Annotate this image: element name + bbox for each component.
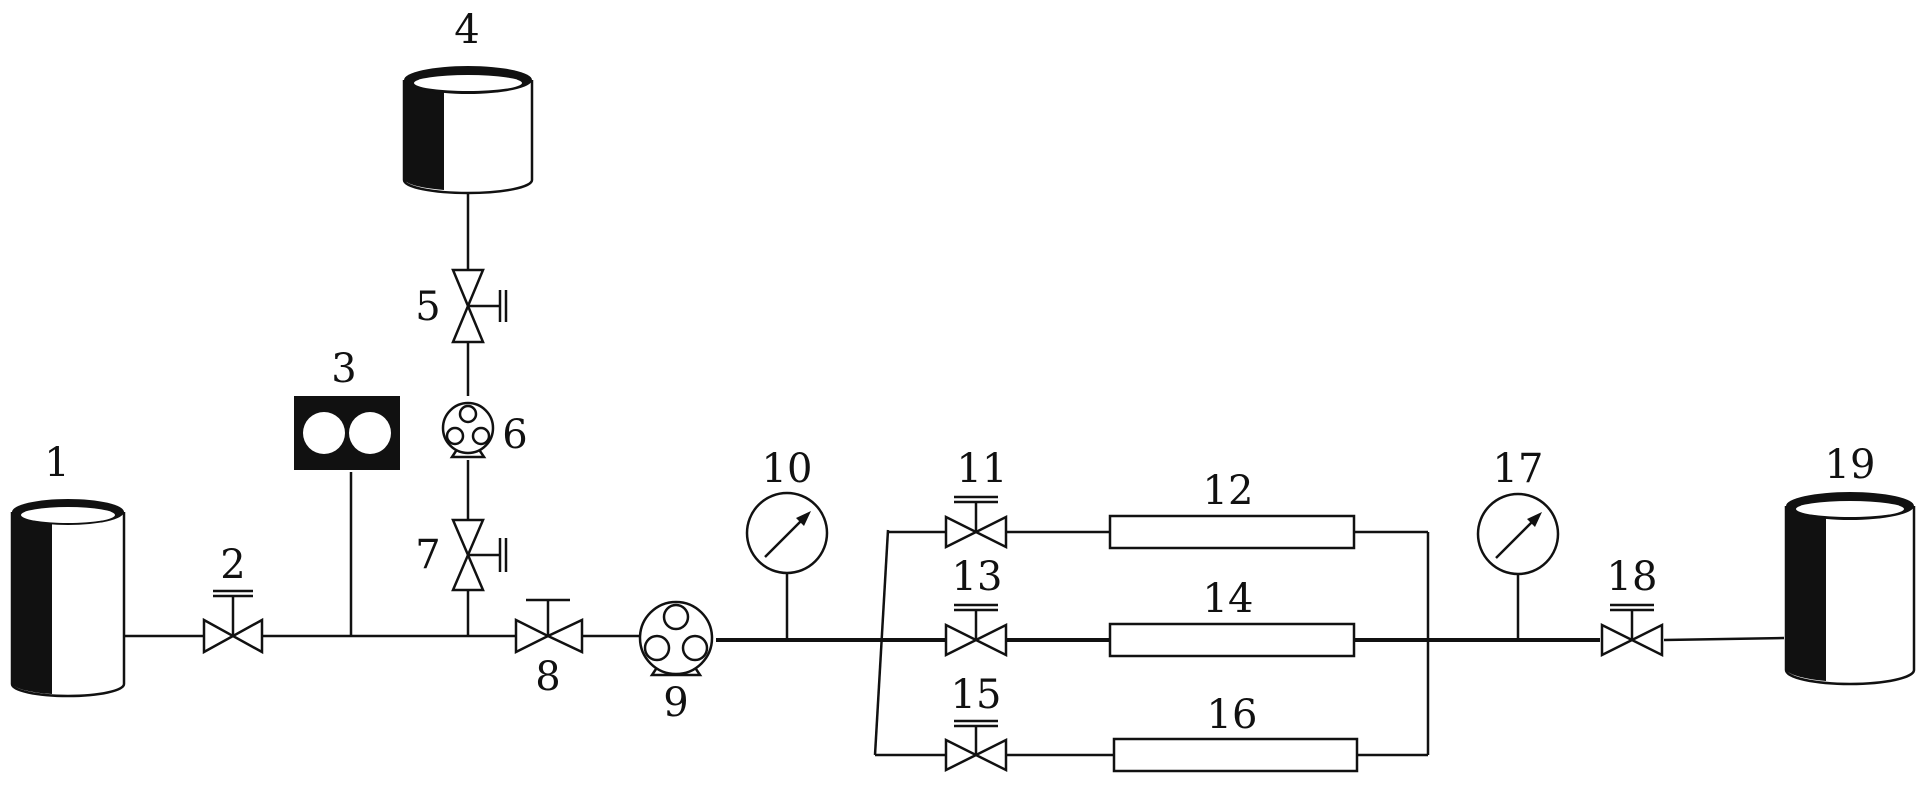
valve-15 xyxy=(944,719,1008,773)
valve-7 xyxy=(451,518,508,592)
tank-4 xyxy=(402,66,534,195)
label-16: 16 xyxy=(1207,692,1258,738)
gauge-17 xyxy=(1476,492,1560,576)
tank-1 xyxy=(10,499,126,698)
label-6: 6 xyxy=(502,412,527,458)
column-16 xyxy=(1112,737,1359,773)
label-4: 4 xyxy=(454,7,479,53)
tank-19 xyxy=(1784,492,1916,686)
valve-13 xyxy=(944,603,1008,658)
label-3: 3 xyxy=(331,346,356,392)
valve-5 xyxy=(451,268,508,344)
label-11: 11 xyxy=(957,446,1008,492)
pump-9 xyxy=(638,600,714,677)
label-7: 7 xyxy=(415,532,440,578)
label-12: 12 xyxy=(1203,468,1254,514)
piping xyxy=(123,192,1785,757)
label-19: 19 xyxy=(1825,442,1876,488)
label-15: 15 xyxy=(951,672,1002,718)
label-14: 14 xyxy=(1203,576,1254,622)
label-18: 18 xyxy=(1607,554,1658,600)
device-3 xyxy=(294,396,400,470)
label-5: 5 xyxy=(415,284,440,330)
valve-8 xyxy=(514,598,584,655)
label-9: 9 xyxy=(663,680,688,726)
valve-18 xyxy=(1600,603,1664,658)
labels: 1 2 3 4 5 6 7 8 9 10 11 12 13 14 15 16 1… xyxy=(44,7,1875,738)
label-1: 1 xyxy=(44,440,69,486)
gauge-10 xyxy=(745,491,829,575)
label-13: 13 xyxy=(952,554,1003,600)
valve-11 xyxy=(944,495,1008,550)
column-12 xyxy=(1108,514,1356,550)
column-14 xyxy=(1108,622,1356,658)
pump-6 xyxy=(441,401,495,459)
label-10: 10 xyxy=(762,446,813,492)
label-2: 2 xyxy=(220,542,245,588)
valve-2 xyxy=(202,589,264,655)
label-8: 8 xyxy=(535,654,560,700)
label-17: 17 xyxy=(1493,446,1544,492)
